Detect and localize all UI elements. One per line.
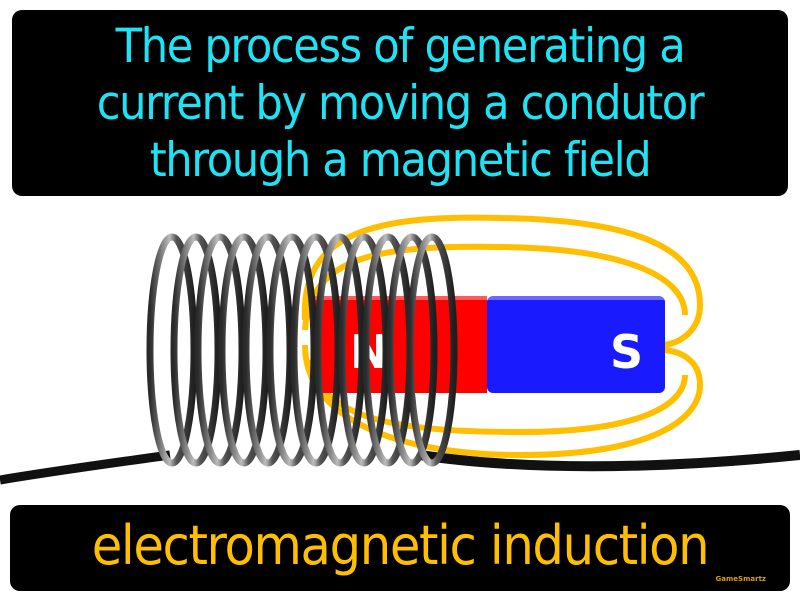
south-label: S (610, 325, 643, 379)
term-panel: electromagnetic induction GameSmartz (10, 505, 790, 591)
wire (0, 450, 171, 485)
brand-logo: GameSmartz (715, 575, 766, 583)
definition-panel: The process of generating a current by m… (12, 10, 788, 196)
definition-text: The process of generating a current by m… (96, 18, 705, 188)
term-text: electromagnetic induction (91, 514, 710, 577)
induction-illustration: N S (0, 214, 800, 485)
wire (419, 450, 800, 472)
wire-coil (146, 233, 458, 467)
magnet-south-pole (487, 296, 665, 393)
